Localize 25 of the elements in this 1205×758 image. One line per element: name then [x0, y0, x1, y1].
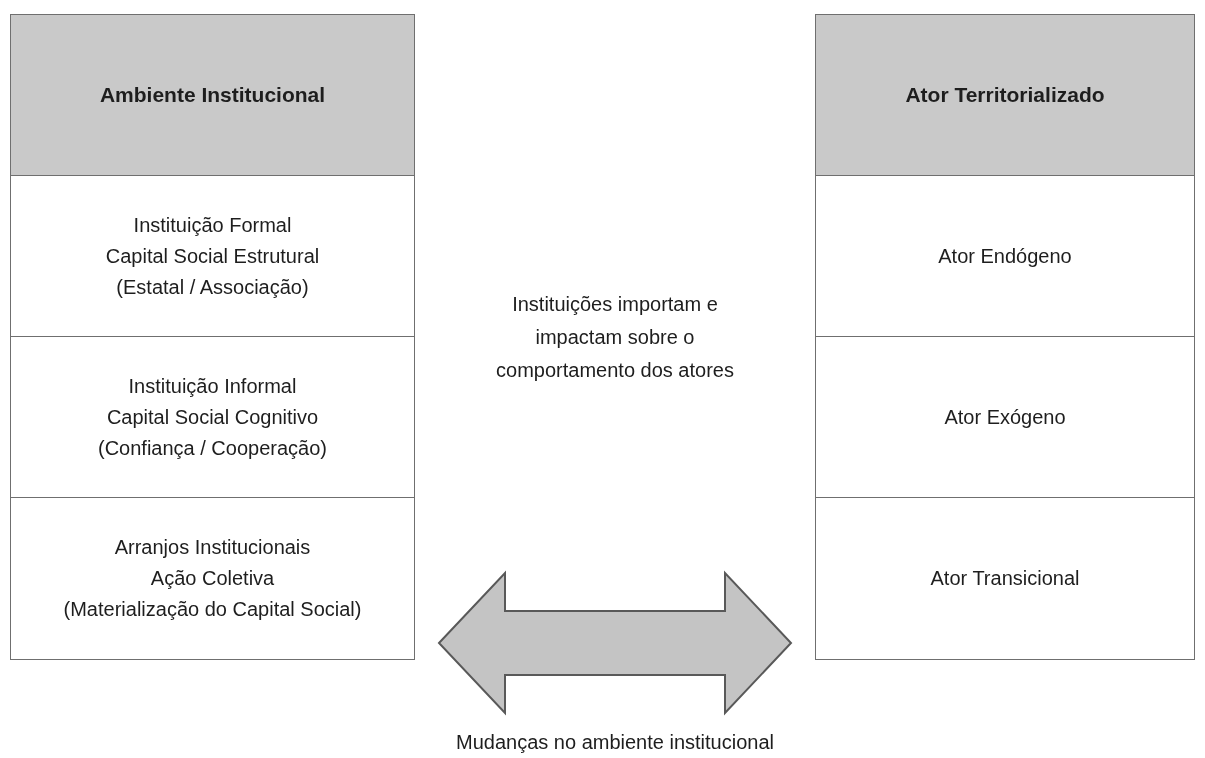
- header-box: [10, 14, 415, 176]
- header-title: Ambiente Institucional: [99, 81, 326, 108]
- double-block-arrow: [437, 570, 793, 716]
- box-text: (Materialização do Capital Social): [63, 597, 362, 622]
- box-text: Ator Endógeno: [938, 243, 1072, 269]
- box-text: Ator Exógeno: [944, 404, 1066, 430]
- note-text: Instituições importam e impactam sobre o comportamento dos atores: [495, 292, 735, 383]
- box-text: Capital Social Estrutural: [105, 243, 320, 269]
- content-box: [815, 336, 1195, 498]
- box-text: Arranjos Institucionais: [114, 535, 311, 560]
- box-text: Capital Social Cognitivo: [106, 404, 319, 430]
- content-box: [10, 336, 415, 498]
- box-text: Ator Transicional: [930, 566, 1080, 591]
- header-title: Ator Territorializado: [905, 81, 1105, 108]
- header-box: [815, 14, 1195, 176]
- box-text: Instituição Formal: [133, 212, 292, 238]
- box-text: (Estatal / Associação): [116, 274, 309, 300]
- content-box: [815, 175, 1195, 337]
- box-text: (Confiança / Cooperação): [98, 435, 327, 461]
- content-box: [10, 175, 415, 337]
- content-box: [815, 497, 1195, 660]
- box-text: Ação Coletiva: [150, 566, 275, 591]
- edge-label: Mudanças no ambiente institucional: [455, 730, 775, 755]
- content-box: [10, 497, 415, 660]
- box-text: Instituição Informal: [128, 373, 297, 399]
